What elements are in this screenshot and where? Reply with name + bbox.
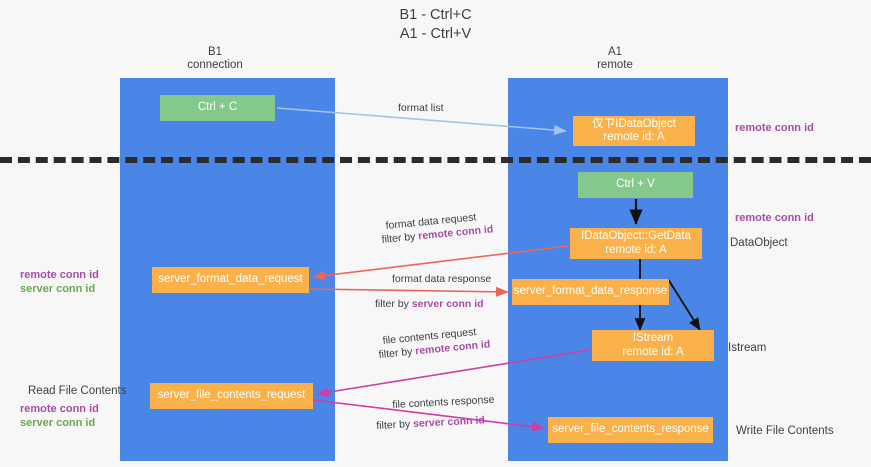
box-ctrl-v-label: Ctrl + V — [616, 178, 655, 191]
column-header-a1: A1 remote — [597, 46, 633, 71]
label-remote-conn-id-mid: remote conn id — [735, 212, 814, 224]
box-idataobject-getdata[interactable]: IDataObject::GetData remote id: A — [570, 228, 702, 259]
box-istream[interactable]: IStream remote id: A — [592, 330, 714, 361]
legend-middle: remote conn id server conn id — [20, 268, 115, 296]
legend-bottom: remote conn id server conn id — [20, 402, 120, 430]
arrow-label-format-data-response-filter: filter by server conn id — [375, 297, 484, 311]
box-istream-label: IStream remote id: A — [622, 332, 684, 358]
box-ctrl-c-label: Ctrl + C — [197, 101, 238, 114]
legend-server-conn-id-bottom: server conn id — [20, 417, 96, 429]
legend-remote-conn-id-mid: remote conn id — [20, 269, 99, 281]
box-ctrl-c[interactable]: Ctrl + C — [160, 95, 275, 121]
box-ctrl-v[interactable]: Ctrl + V — [578, 172, 693, 198]
box-server-file-contents-request[interactable]: server_file_contents_request — [150, 383, 313, 409]
label-data-object: DataObject — [730, 237, 788, 249]
filter-prefix: filter by — [381, 230, 419, 246]
filter-key: server conn id — [412, 414, 486, 431]
filter-prefix: filter by — [376, 418, 414, 432]
filter-prefix: filter by — [378, 345, 416, 361]
arrow-label-format-data-response: format data response — [392, 273, 492, 285]
arrow-format-data-response — [308, 286, 509, 297]
legend-remote-conn-id-bottom: remote conn id — [20, 403, 99, 415]
label-write-file-contents: Write File Contents — [736, 425, 834, 437]
box-server-format-data-request-label: server_format_data_request — [158, 273, 303, 286]
phase-divider — [0, 157, 871, 163]
box-server-format-data-request[interactable]: server_format_data_request — [152, 267, 309, 293]
box-server-file-contents-response[interactable]: server_file_contents_response — [548, 417, 713, 443]
box-server-file-contents-request-label: server_file_contents_request — [157, 389, 306, 402]
column-header-b1: B1 connection — [187, 46, 243, 71]
box-data-object-label: 仅ㄗIDataObject remote id: A — [592, 117, 676, 144]
box-server-format-data-response[interactable]: server_format_data_response — [512, 279, 669, 305]
label-istream: Istream — [728, 342, 767, 354]
box-data-object[interactable]: 仅ㄗIDataObject remote id: A — [573, 116, 695, 146]
box-server-file-contents-response-label: server_file_contents_response — [552, 423, 709, 436]
box-idataobject-getdata-label: IDataObject::GetData remote id: A — [581, 230, 691, 256]
label-read-file-contents: Read File Contents — [28, 385, 127, 397]
arrow-label-format-list: format list — [398, 102, 444, 114]
filter-key: server conn id — [411, 298, 484, 310]
filter-prefix: filter by — [375, 298, 412, 310]
label-remote-conn-id-top: remote conn id — [735, 122, 814, 134]
page-title: B1 - Ctrl+C A1 - Ctrl+V — [399, 7, 472, 42]
arrow-label-file-contents-response-filter: filter by server conn id — [376, 413, 485, 433]
box-server-format-data-response-label: server_format_data_response — [513, 285, 668, 298]
arrow-label-file-contents-response: file contents response — [392, 393, 495, 411]
legend-server-conn-id-mid: server conn id — [20, 283, 96, 295]
